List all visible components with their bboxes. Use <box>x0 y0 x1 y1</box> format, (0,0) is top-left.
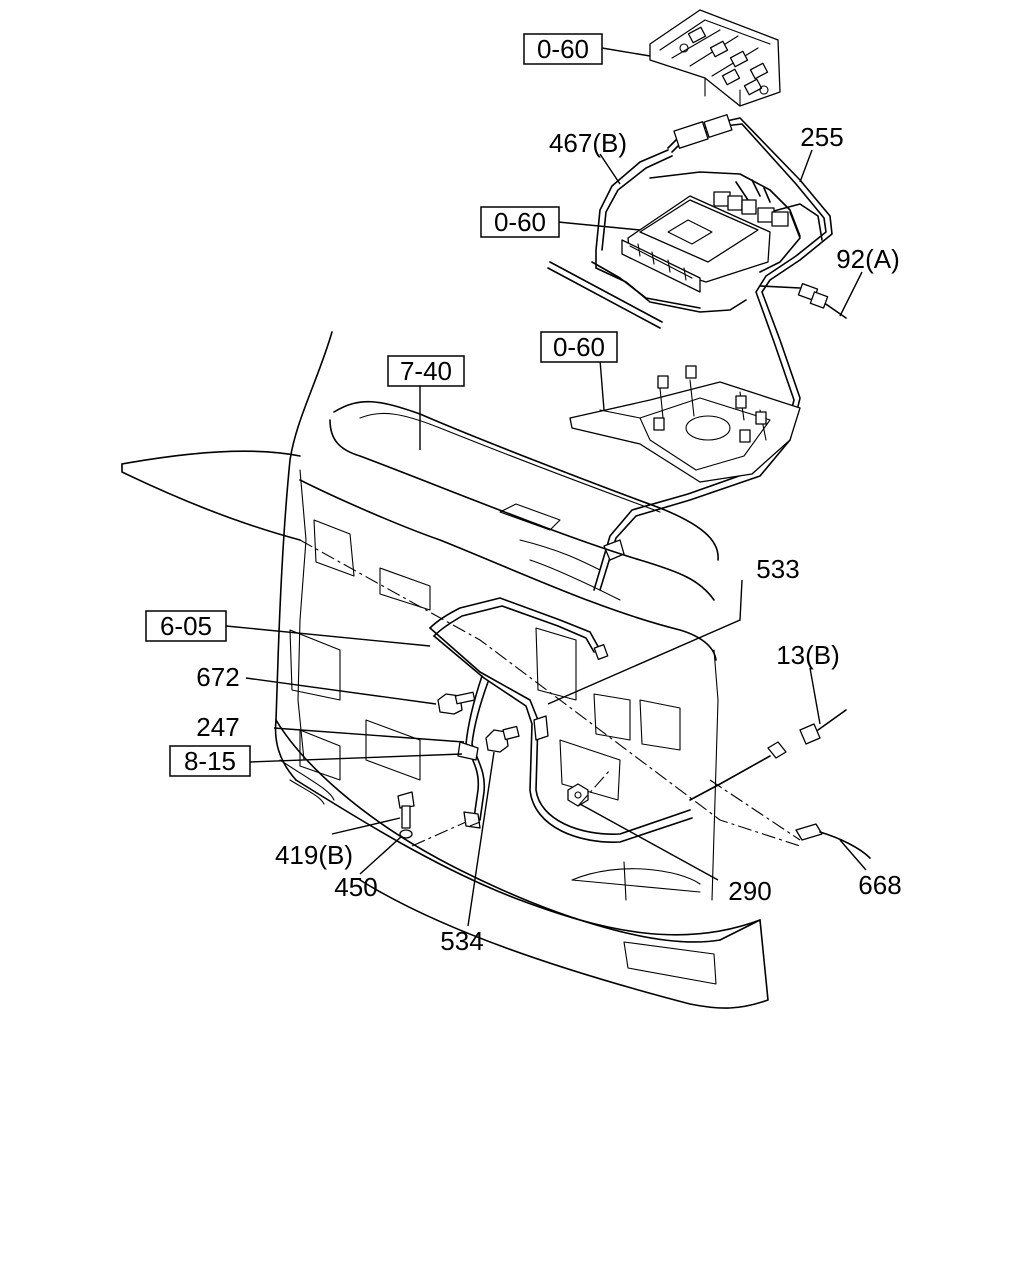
part-label-534: 534 <box>440 926 483 956</box>
ref-box-6-05[interactable]: 6-05 <box>145 610 227 642</box>
ref-box-0-60-bracket[interactable]: 0-60 <box>540 331 618 363</box>
bolt-672 <box>437 691 476 715</box>
part-label-533: 533 <box>756 554 799 584</box>
part-label-247: 247 <box>196 712 239 742</box>
sensor-13b <box>799 709 847 745</box>
part-label-668: 668 <box>858 870 901 900</box>
bolt-534 <box>485 725 520 753</box>
ref-box-7-40[interactable]: 7-40 <box>387 355 465 387</box>
washer-hose <box>429 597 693 843</box>
part-label-13b: 13(B) <box>776 640 840 670</box>
bolt-419b <box>397 791 415 829</box>
grille-panel <box>289 400 719 801</box>
ref-box-8-15[interactable]: 8-15 <box>169 745 251 777</box>
connector-668 <box>795 823 871 859</box>
ref-label: 8-15 <box>184 746 236 776</box>
harness-connectors <box>603 114 829 561</box>
washer-450 <box>399 829 413 839</box>
part-label-255: 255 <box>800 122 843 152</box>
part-label-450: 450 <box>334 872 377 902</box>
ref-label: 6-05 <box>160 611 212 641</box>
ref-label: 0-60 <box>553 332 605 362</box>
nut-290 <box>567 783 589 807</box>
part-label-672: 672 <box>196 662 239 692</box>
ref-label: 0-60 <box>537 34 589 64</box>
wire-harness <box>547 117 847 591</box>
ref-label: 7-40 <box>400 356 452 386</box>
sensor-lead <box>689 741 787 801</box>
mount-dashline <box>411 769 611 847</box>
part-label-467b: 467(B) <box>549 128 627 158</box>
cab-front <box>121 331 801 1009</box>
mounting-bracket <box>569 365 801 483</box>
part-label-419b: 419(B) <box>275 840 353 870</box>
ref-box-0-60-top[interactable]: 0-60 <box>523 33 603 65</box>
part-label-92a: 92(A) <box>836 244 900 274</box>
dashline-668 <box>709 779 801 841</box>
relay-bracket-top <box>649 9 781 107</box>
part-label-290: 290 <box>728 876 771 906</box>
ref-label: 0-60 <box>494 207 546 237</box>
ref-box-0-60-ecu[interactable]: 0-60 <box>480 206 560 238</box>
leader-lines <box>225 47 867 927</box>
control-unit <box>621 195 771 293</box>
